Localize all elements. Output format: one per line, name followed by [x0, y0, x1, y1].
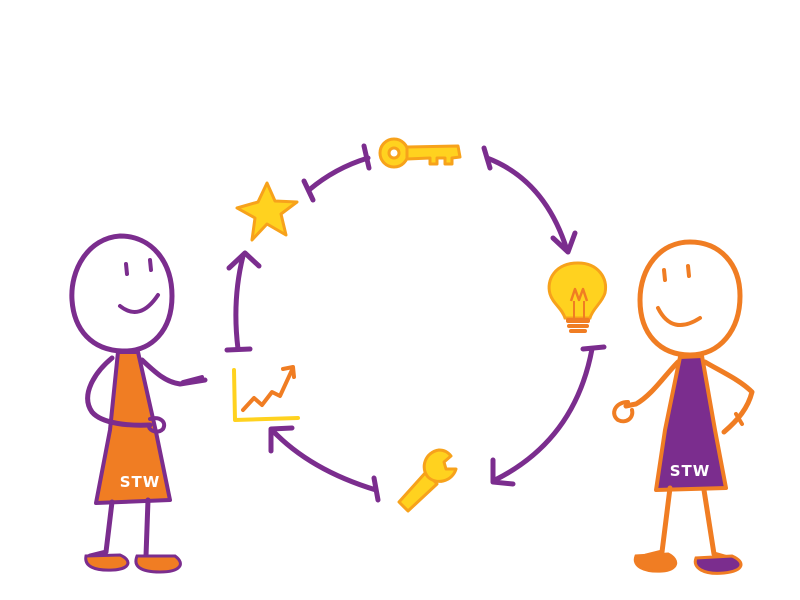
- left-shirt-label: STW: [120, 473, 161, 491]
- right-figure: STW: [612, 239, 755, 575]
- left-shoe-right: [134, 554, 182, 574]
- left-figure: STW: [69, 233, 208, 574]
- right-shirt: [654, 354, 728, 492]
- right-shoe-right: [693, 554, 743, 575]
- arrow-bulb-to-wrench: [490, 344, 607, 487]
- cycle-arrows: [224, 143, 607, 503]
- growth-chart-icon: [232, 365, 300, 422]
- arrow-wrench-to-chart: [268, 425, 381, 503]
- star-icon: [235, 181, 299, 242]
- arrow-chart-to-star: [224, 250, 262, 353]
- arrow-key-to-bulb: [481, 145, 578, 255]
- wrench-icon: [397, 448, 458, 513]
- left-shoe-left: [84, 553, 130, 572]
- right-shoe-left: [633, 552, 678, 573]
- left-head: [69, 233, 175, 354]
- right-head: [637, 239, 743, 358]
- arrow-star-to-key: [301, 143, 372, 203]
- right-shirt-label: STW: [670, 462, 711, 480]
- key-icon: [378, 137, 462, 169]
- lightbulb-icon: [547, 261, 608, 333]
